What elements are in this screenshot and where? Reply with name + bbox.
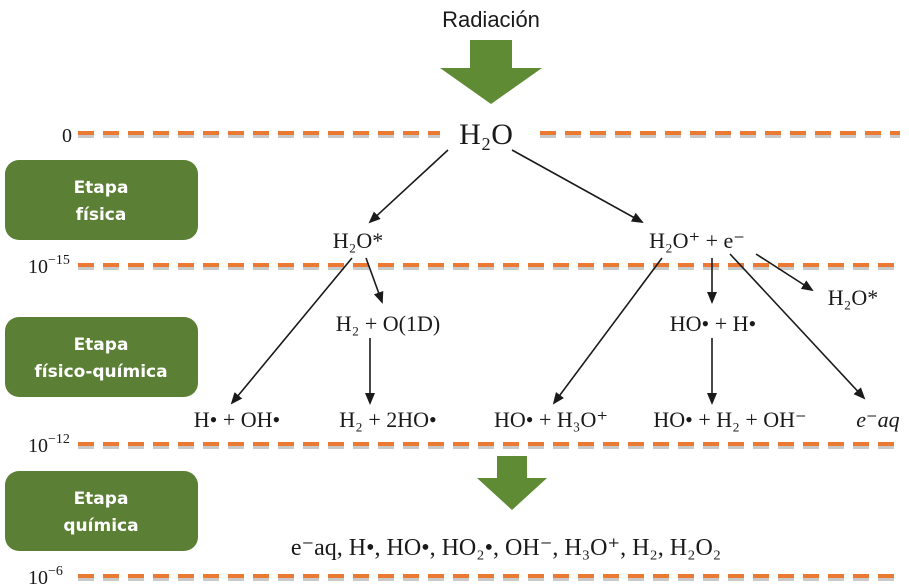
time-label-15: 10−15: [28, 253, 70, 278]
product-5: e⁻aq: [856, 407, 899, 432]
stage-box-chemical: Etapa química: [5, 471, 198, 551]
timeline-lines: [78, 131, 900, 581]
radiation-arrow-icon: [440, 40, 542, 104]
reaction-arrows: [230, 149, 866, 405]
species-h2-o1d: H₂ + O(1D): [336, 311, 440, 336]
arrow-water-to-excited: [368, 149, 449, 224]
product-3: HO• + H₃O⁺: [494, 407, 608, 432]
time-label-0: 0: [62, 125, 72, 147]
down-arrow-icon: [477, 456, 547, 510]
svg-text:físico-química: físico-química: [34, 362, 167, 382]
timeline-line-12: [78, 442, 900, 449]
final-species: e⁻aq, H•, HO•, HO₂•, OH⁻, H₃O⁺, H₂, H₂O₂: [291, 535, 721, 561]
species-excited-water: H₂O*: [333, 228, 383, 253]
arrow-water-to-ionized: [511, 149, 644, 223]
arrow-ionized-to-p5: [729, 253, 866, 400]
arrow-ionized-to-p3: [552, 257, 663, 405]
svg-text:Etapa: Etapa: [74, 335, 129, 355]
timeline-line-6: [78, 574, 900, 581]
svg-text:Etapa: Etapa: [74, 178, 129, 198]
timeline-line-0: [78, 131, 900, 138]
timeline-line-15: [78, 263, 900, 270]
product-1: H• + OH•: [194, 407, 280, 432]
arrow-ionized-to-excited2: [755, 253, 814, 292]
arrow-excited-to-p1: [230, 257, 353, 405]
product-4: HO• + H₂ + OH⁻: [653, 407, 806, 432]
stage-box-physical: Etapa física: [5, 160, 198, 240]
species-ionized-water: H₂O⁺ + e⁻: [649, 228, 745, 253]
svg-text:física: física: [76, 205, 127, 225]
svg-text:Etapa: Etapa: [74, 489, 129, 509]
svg-text:química: química: [63, 516, 138, 536]
species-water: H₂O: [459, 118, 513, 151]
species-ho-h: HO• + H•: [670, 311, 756, 336]
stage-box-physchem: Etapa físico-química: [5, 317, 198, 397]
time-label-12: 10−12: [28, 432, 70, 457]
product-2: H₂ + 2HO•: [339, 407, 436, 432]
species-excited-water-2: H₂O*: [828, 285, 878, 310]
radiation-label: Radiación: [442, 7, 540, 32]
time-label-6: 10−6: [28, 564, 63, 586]
arrow-excited-to-h2o1d: [365, 257, 384, 304]
